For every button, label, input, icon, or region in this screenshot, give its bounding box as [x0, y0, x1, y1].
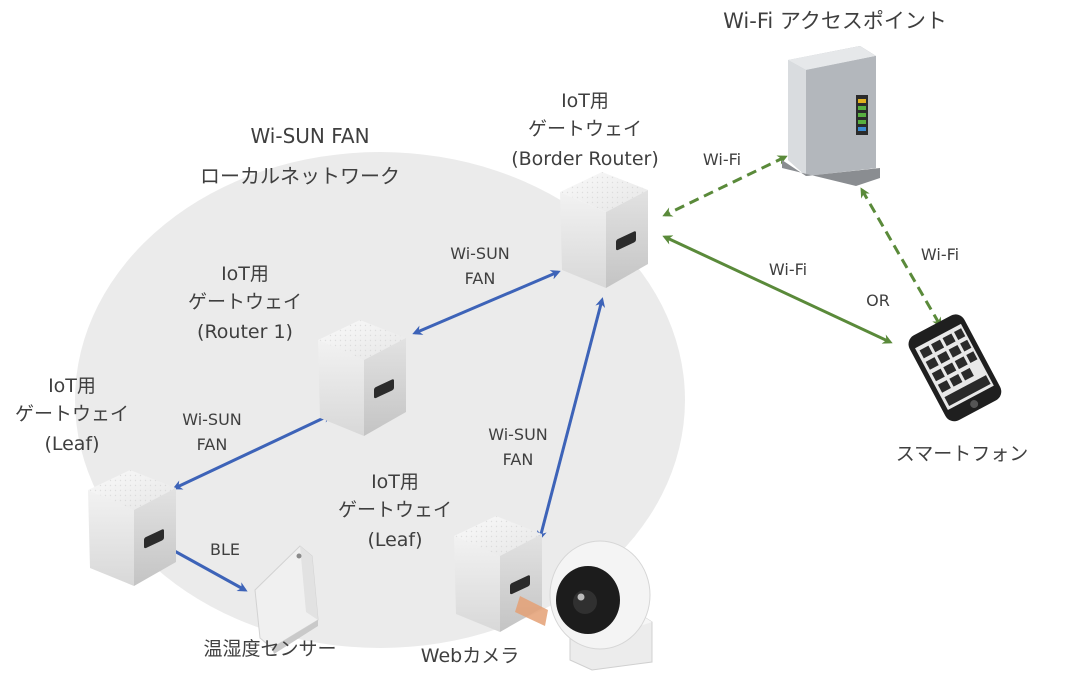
- router1-gateway-icon: [318, 320, 406, 436]
- web-camera-icon: [549, 540, 653, 671]
- wifi-ap-border-label: Wi-Fi: [703, 150, 741, 169]
- leaf-center-label-1: IoT用: [371, 471, 419, 493]
- link-router1-border: [412, 270, 561, 335]
- leaf-left-label-3: (Leaf): [44, 433, 99, 455]
- border-router-label-3: (Border Router): [511, 148, 659, 170]
- border-router-label-1: IoT用: [561, 90, 609, 112]
- or-label: OR: [866, 291, 890, 310]
- wisun-top-label-1: Wi-SUN: [450, 244, 510, 263]
- wisun-links: [157, 270, 606, 592]
- network-name: Wi-SUN FAN: [250, 124, 369, 148]
- leaf-center-label-3: (Leaf): [367, 529, 422, 551]
- wisun-left-label-1: Wi-SUN: [182, 410, 242, 429]
- wisun-top-label-2: FAN: [465, 269, 496, 288]
- wisun-right-label-1: Wi-SUN: [488, 425, 548, 444]
- ble-label: BLE: [210, 540, 240, 559]
- network-subtitle: ローカルネットワーク: [200, 164, 400, 188]
- temperature-humidity-sensor-icon: [254, 545, 319, 654]
- leaf-left-label-1: IoT用: [48, 375, 96, 397]
- link-ap-phone: [860, 187, 942, 328]
- border-router-gateway-icon: [560, 172, 648, 288]
- link-router1-leaf: [172, 413, 333, 490]
- router1-label-3: (Router 1): [197, 321, 293, 343]
- wifi-border-phone-label: Wi-Fi: [769, 260, 807, 279]
- leaf-center-label-2: ゲートウェイ: [338, 499, 452, 521]
- router1-label-2: ゲートウェイ: [188, 291, 302, 313]
- wifi-links: [662, 155, 942, 344]
- smartphone-icon: [908, 314, 1002, 422]
- wifi-ap-phone-label: Wi-Fi: [921, 245, 959, 264]
- wisun-left-label-2: FAN: [197, 435, 228, 454]
- sensor-label: 温湿度センサー: [203, 638, 336, 660]
- camera-label: Webカメラ: [421, 645, 519, 667]
- smartphone-label: スマートフォン: [896, 443, 1028, 465]
- link-border-phone: [662, 235, 893, 344]
- border-router-label-2: ゲートウェイ: [528, 118, 642, 140]
- camera-connection-line: [515, 596, 548, 626]
- wisun-right-label-2: FAN: [503, 450, 534, 469]
- access-point-label: Wi-Fi アクセスポイント: [723, 9, 947, 33]
- wifi-access-point-icon: [782, 46, 880, 186]
- link-border-leaf: [536, 297, 606, 541]
- link-ap-border: [662, 155, 788, 217]
- leaf-left-gateway-icon: [88, 470, 176, 586]
- leaf-left-label-2: ゲートウェイ: [15, 403, 129, 425]
- router1-label-1: IoT用: [221, 263, 269, 285]
